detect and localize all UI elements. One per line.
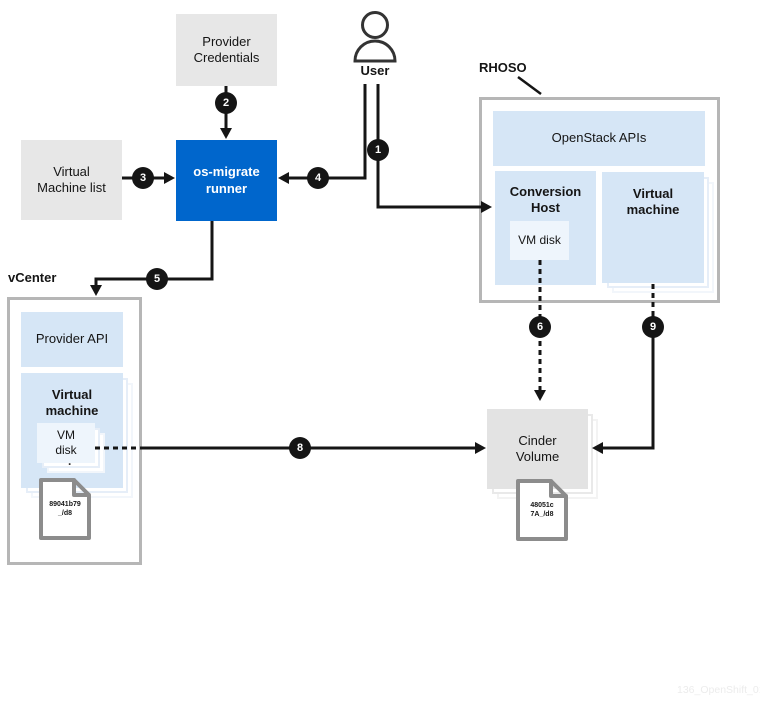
user-icon (353, 11, 397, 63)
file-hex-line1: 48051c (530, 502, 554, 509)
file-hex-line2: 7A_/d8 (530, 510, 554, 518)
file-hex-line1: 89041b79 (49, 501, 81, 508)
file-hex-line2: _/d8 (57, 509, 72, 517)
step-badge-8: 8 (289, 437, 311, 459)
watermark-text: 136_OpenShift_01 (677, 684, 760, 696)
vcenter-virtual-machine-label: Virtual machine (45, 387, 99, 419)
document-icon (516, 479, 568, 541)
cinder-disk-file: 48051c 7A_/d8 (515, 478, 569, 542)
openstack-apis-box: OpenStack APIs (493, 111, 705, 166)
vcenter-label: vCenter (8, 270, 57, 285)
vcenter-vm-disk-box: VM disk (37, 423, 95, 463)
rhoso-label: RHOSO (479, 60, 527, 75)
arrow-step-4 (278, 84, 367, 184)
rhoso-virtual-machine-box: Virtual machine (602, 172, 704, 283)
step-badge-2: 2 (215, 92, 237, 114)
openstack-apis-label: OpenStack APIs (551, 130, 647, 146)
user-label: User (360, 63, 390, 78)
provider-credentials-box: Provider Credentials (176, 14, 277, 86)
provider-credentials-label: Provider Credentials (193, 33, 260, 65)
step-badge-6: 6 (529, 316, 551, 338)
rhoso-virtual-machine-label: Virtual machine (626, 186, 680, 218)
virtual-machine-list-box: Virtual Machine list (21, 140, 122, 220)
arrow-step-1 (376, 84, 492, 213)
os-migrate-runner-label: os-migrate runner (193, 164, 260, 196)
step-badge-3: 3 (132, 167, 154, 189)
provider-api-box: Provider API (21, 312, 123, 367)
cinder-volume-box: Cinder Volume (487, 409, 588, 489)
document-icon (39, 478, 91, 540)
vcenter-disk-file: 89041b79 _/d8 (38, 477, 92, 541)
vm-disk-ellipsis: . (68, 454, 72, 468)
step-badge-5: 5 (146, 268, 168, 290)
provider-api-label: Provider API (35, 331, 109, 347)
cinder-volume-label: Cinder Volume (515, 432, 560, 464)
conversion-host-vm-disk-box: VM disk (510, 221, 569, 260)
conversion-host-vm-disk-label: VM disk (518, 233, 561, 247)
step-badge-1: 1 (367, 139, 389, 161)
os-migrate-runner-box: os-migrate runner (176, 140, 277, 221)
rhoso-pointer-line (517, 75, 542, 96)
step-badge-4: 4 (307, 167, 329, 189)
vcenter-vm-disk-label: VM disk (55, 428, 77, 457)
step-badge-9: 9 (642, 316, 664, 338)
virtual-machine-list-label: Virtual Machine list (37, 163, 106, 195)
conversion-host-label: Conversion Host (509, 184, 582, 216)
